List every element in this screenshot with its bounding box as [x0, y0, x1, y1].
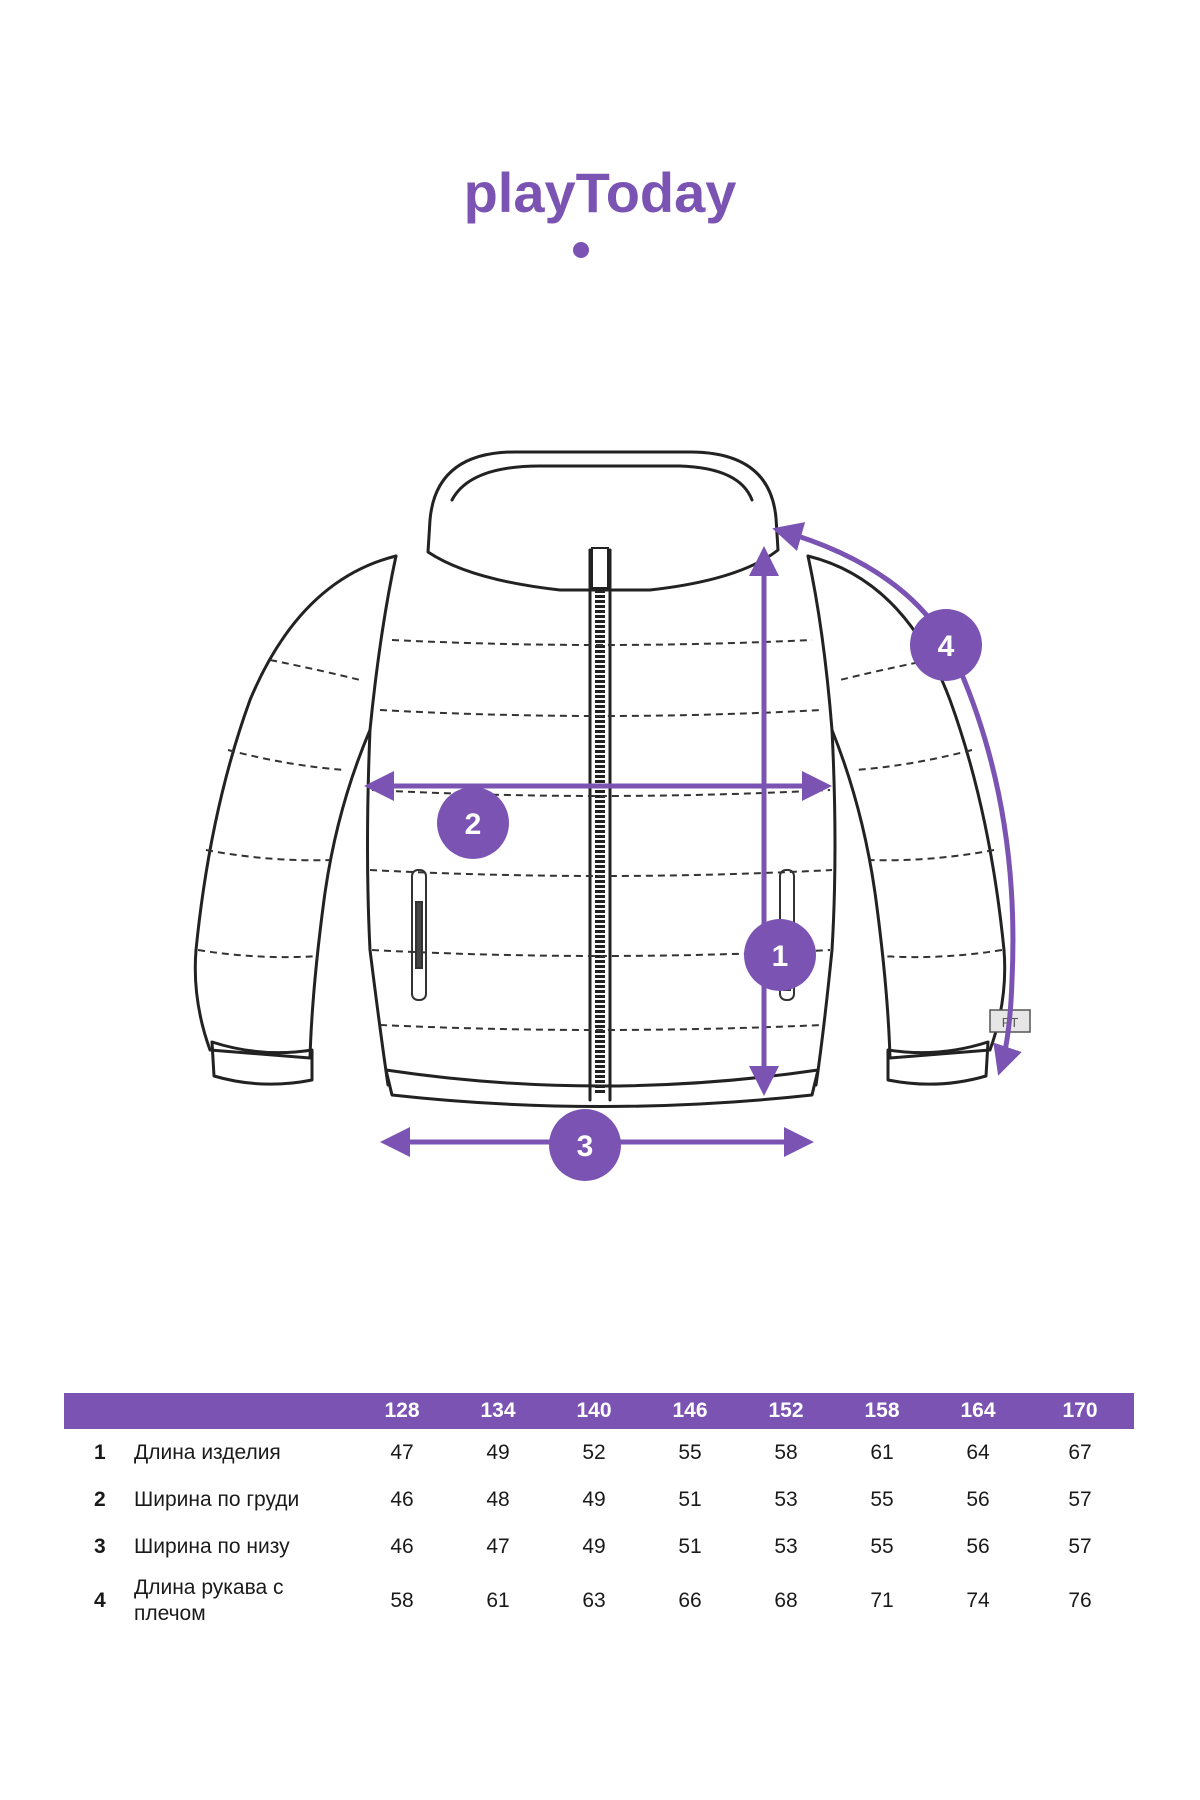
marker-3-label: 3 — [577, 1130, 594, 1163]
header-blank — [64, 1393, 128, 1429]
size-table: 128 134 140 146 152 158 164 170 1 Длина … — [64, 1393, 1134, 1632]
table-cell: 71 — [870, 1589, 894, 1612]
row-number: 3 — [94, 1534, 106, 1558]
table-cell: 67 — [1068, 1440, 1092, 1464]
table-cell: 61 — [870, 1440, 894, 1464]
size-table-container: 128 134 140 146 152 158 164 170 1 Длина … — [64, 1393, 1134, 1632]
marker-1-label: 1 — [772, 940, 789, 973]
table-cell: 55 — [870, 1487, 894, 1511]
marker-2: 2 — [437, 787, 509, 859]
table-cell: 76 — [1068, 1589, 1092, 1612]
table-cell: 74 — [966, 1589, 990, 1612]
marker-2-label: 2 — [465, 808, 482, 841]
table-cell: 49 — [582, 1487, 606, 1511]
brand-logo-dot — [573, 242, 589, 258]
header-size: 140 — [576, 1399, 612, 1422]
table-cell: 51 — [678, 1487, 702, 1511]
table-cell: 55 — [870, 1534, 894, 1558]
size-table-header: 128 134 140 146 152 158 164 170 — [64, 1393, 1134, 1429]
table-cell: 55 — [678, 1440, 702, 1464]
table-cell: 61 — [486, 1589, 510, 1612]
table-row: 1 Длина изделия 47 49 52 55 58 61 64 67 — [64, 1429, 1134, 1476]
row-name: Ширина по низу — [134, 1534, 290, 1558]
table-row: 4 Длина рукава с плечом 58 61 63 66 68 7… — [64, 1570, 1134, 1632]
row-number: 1 — [94, 1440, 106, 1464]
brand-logo-mark: playToday — [464, 161, 737, 258]
header-size: 128 — [384, 1399, 420, 1422]
header-blank — [128, 1393, 354, 1429]
table-cell: 53 — [774, 1487, 798, 1511]
marker-4: 4 — [910, 609, 982, 681]
table-cell: 49 — [486, 1440, 510, 1464]
table-cell: 58 — [390, 1589, 414, 1612]
header-size: 164 — [960, 1399, 996, 1422]
brand-logo: playToday — [0, 150, 1200, 270]
zipper-pull — [591, 547, 609, 589]
row-name: Длина рукава с плечом — [134, 1576, 284, 1625]
row-number: 4 — [94, 1589, 106, 1612]
header-size: 152 — [768, 1399, 804, 1422]
measure-line-4 — [772, 522, 1022, 1076]
table-cell: 56 — [966, 1487, 990, 1511]
table-cell: 52 — [582, 1440, 606, 1464]
table-cell: 56 — [966, 1534, 990, 1558]
table-cell: 51 — [678, 1534, 702, 1558]
row-number: 2 — [94, 1487, 106, 1511]
jacket-measurement-diagram: PT 1 2 3 4 — [0, 430, 1200, 1190]
table-cell: 47 — [486, 1534, 510, 1558]
table-cell: 53 — [774, 1534, 798, 1558]
table-row: 2 Ширина по груди 46 48 49 51 53 55 56 5… — [64, 1476, 1134, 1523]
table-cell: 58 — [774, 1440, 798, 1464]
header-size: 146 — [672, 1399, 708, 1422]
header-size: 170 — [1062, 1399, 1098, 1422]
table-cell: 46 — [390, 1487, 414, 1511]
header-size: 158 — [864, 1399, 900, 1422]
table-cell: 64 — [966, 1440, 990, 1464]
table-cell: 48 — [486, 1487, 510, 1511]
table-cell: 47 — [390, 1440, 414, 1464]
table-cell: 68 — [774, 1589, 798, 1612]
table-cell: 57 — [1068, 1487, 1092, 1511]
marker-1: 1 — [744, 919, 816, 991]
header-size: 134 — [480, 1399, 516, 1422]
marker-3: 3 — [549, 1109, 621, 1181]
row-name: Ширина по груди — [134, 1487, 300, 1511]
table-cell: 57 — [1068, 1534, 1092, 1558]
row-name: Длина изделия — [134, 1440, 281, 1464]
marker-4-label: 4 — [938, 630, 955, 663]
table-cell: 46 — [390, 1534, 414, 1558]
table-row: 3 Ширина по низу 46 47 49 51 53 55 56 57 — [64, 1523, 1134, 1570]
jacket-drawing: PT 1 2 3 4 — [193, 450, 1031, 1181]
table-cell: 66 — [678, 1589, 702, 1612]
table-cell: 63 — [582, 1589, 606, 1612]
brand-logo-text: playToday — [464, 161, 737, 224]
table-cell: 49 — [582, 1534, 606, 1558]
